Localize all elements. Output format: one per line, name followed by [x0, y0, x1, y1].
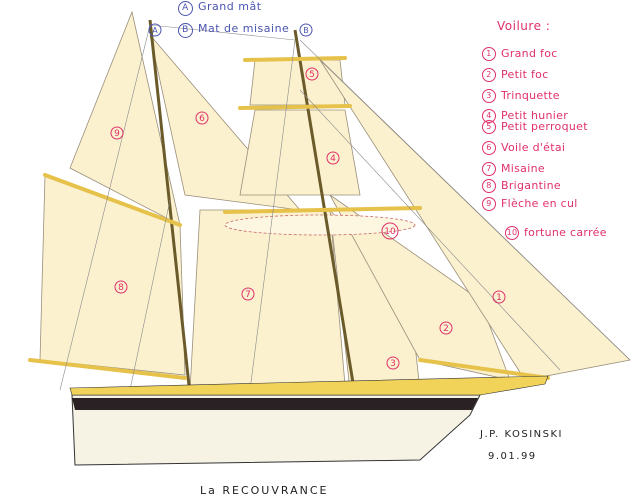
svg-text:4: 4 [330, 154, 336, 164]
marker-9: 9 [110, 126, 124, 140]
marker-2: 2 [439, 321, 453, 335]
spars-layer [28, 56, 550, 380]
mast-legend-b-badge: B [178, 23, 193, 38]
sail-misaine [189, 209, 346, 391]
masts-layer [148, 19, 357, 396]
stay-1 [299, 39, 631, 361]
sails-legend-title: Voilure : [497, 19, 551, 33]
sails-layer [39, 10, 631, 391]
mast-marker-b: B [299, 23, 313, 37]
marker-10: 10 [381, 222, 399, 240]
svg-text:A: A [152, 26, 158, 35]
sail-markers: 9 6 5 4 10 8 7 1 2 3 [110, 67, 506, 370]
sail-fleche-en-cul [69, 10, 181, 226]
stay-3 [149, 24, 296, 41]
signature-date: 9.01.99 [488, 451, 537, 462]
marker-5: 5 [305, 67, 319, 81]
shroud-1 [249, 39, 296, 391]
mast-legend-a-badge: A [178, 1, 193, 16]
svg-text:2: 2 [443, 324, 449, 334]
yard-3 [223, 206, 422, 214]
svg-text:6: 6 [199, 114, 205, 124]
marker-4: 4 [326, 151, 340, 165]
mast-legend-a: A Grand mât [178, 0, 262, 16]
stay-2 [299, 89, 561, 371]
sail-petit-perroquet [249, 59, 346, 106]
svg-text:B: B [303, 26, 309, 35]
svg-text:5: 5 [309, 70, 315, 80]
sail-fortune-carree [224, 214, 416, 236]
svg-text:7: 7 [245, 290, 251, 300]
svg-text:8: 8 [118, 283, 124, 293]
shroud-2 [129, 199, 171, 391]
mat-de-misaine [293, 29, 357, 396]
hull-band [72, 398, 478, 410]
stay-4 [59, 24, 151, 391]
grand-mat [148, 19, 192, 396]
boom [28, 358, 187, 380]
marker-1: 1 [492, 290, 506, 304]
sail-petit-hunier [239, 109, 361, 196]
hull-layer [69, 375, 549, 466]
marker-6: 6 [195, 111, 209, 125]
svg-text:9: 9 [114, 129, 120, 139]
rigging-layer [59, 24, 631, 391]
bowsprit [418, 358, 550, 380]
mast-legend-a-label: Grand mât [198, 0, 262, 13]
yard-2 [238, 104, 352, 110]
mast-markers: A B [148, 23, 313, 37]
mast-legend-b: B Mat de misaine [178, 22, 289, 38]
ship-name: La RECOUVRANCE [200, 484, 329, 497]
svg-text:3: 3 [390, 359, 396, 369]
hull-rail [69, 375, 549, 396]
svg-text:10: 10 [384, 227, 396, 237]
marker-8: 8 [114, 280, 128, 294]
mast-legend-b-label: Mat de misaine [198, 22, 290, 35]
signature: J.P. KOSINSKI [480, 429, 563, 440]
svg-text:1: 1 [496, 293, 502, 303]
marker-3: 3 [386, 356, 400, 370]
gaff [43, 173, 182, 227]
yard-1 [243, 56, 347, 62]
mast-marker-a: A [148, 23, 162, 37]
marker-7: 7 [241, 287, 255, 301]
